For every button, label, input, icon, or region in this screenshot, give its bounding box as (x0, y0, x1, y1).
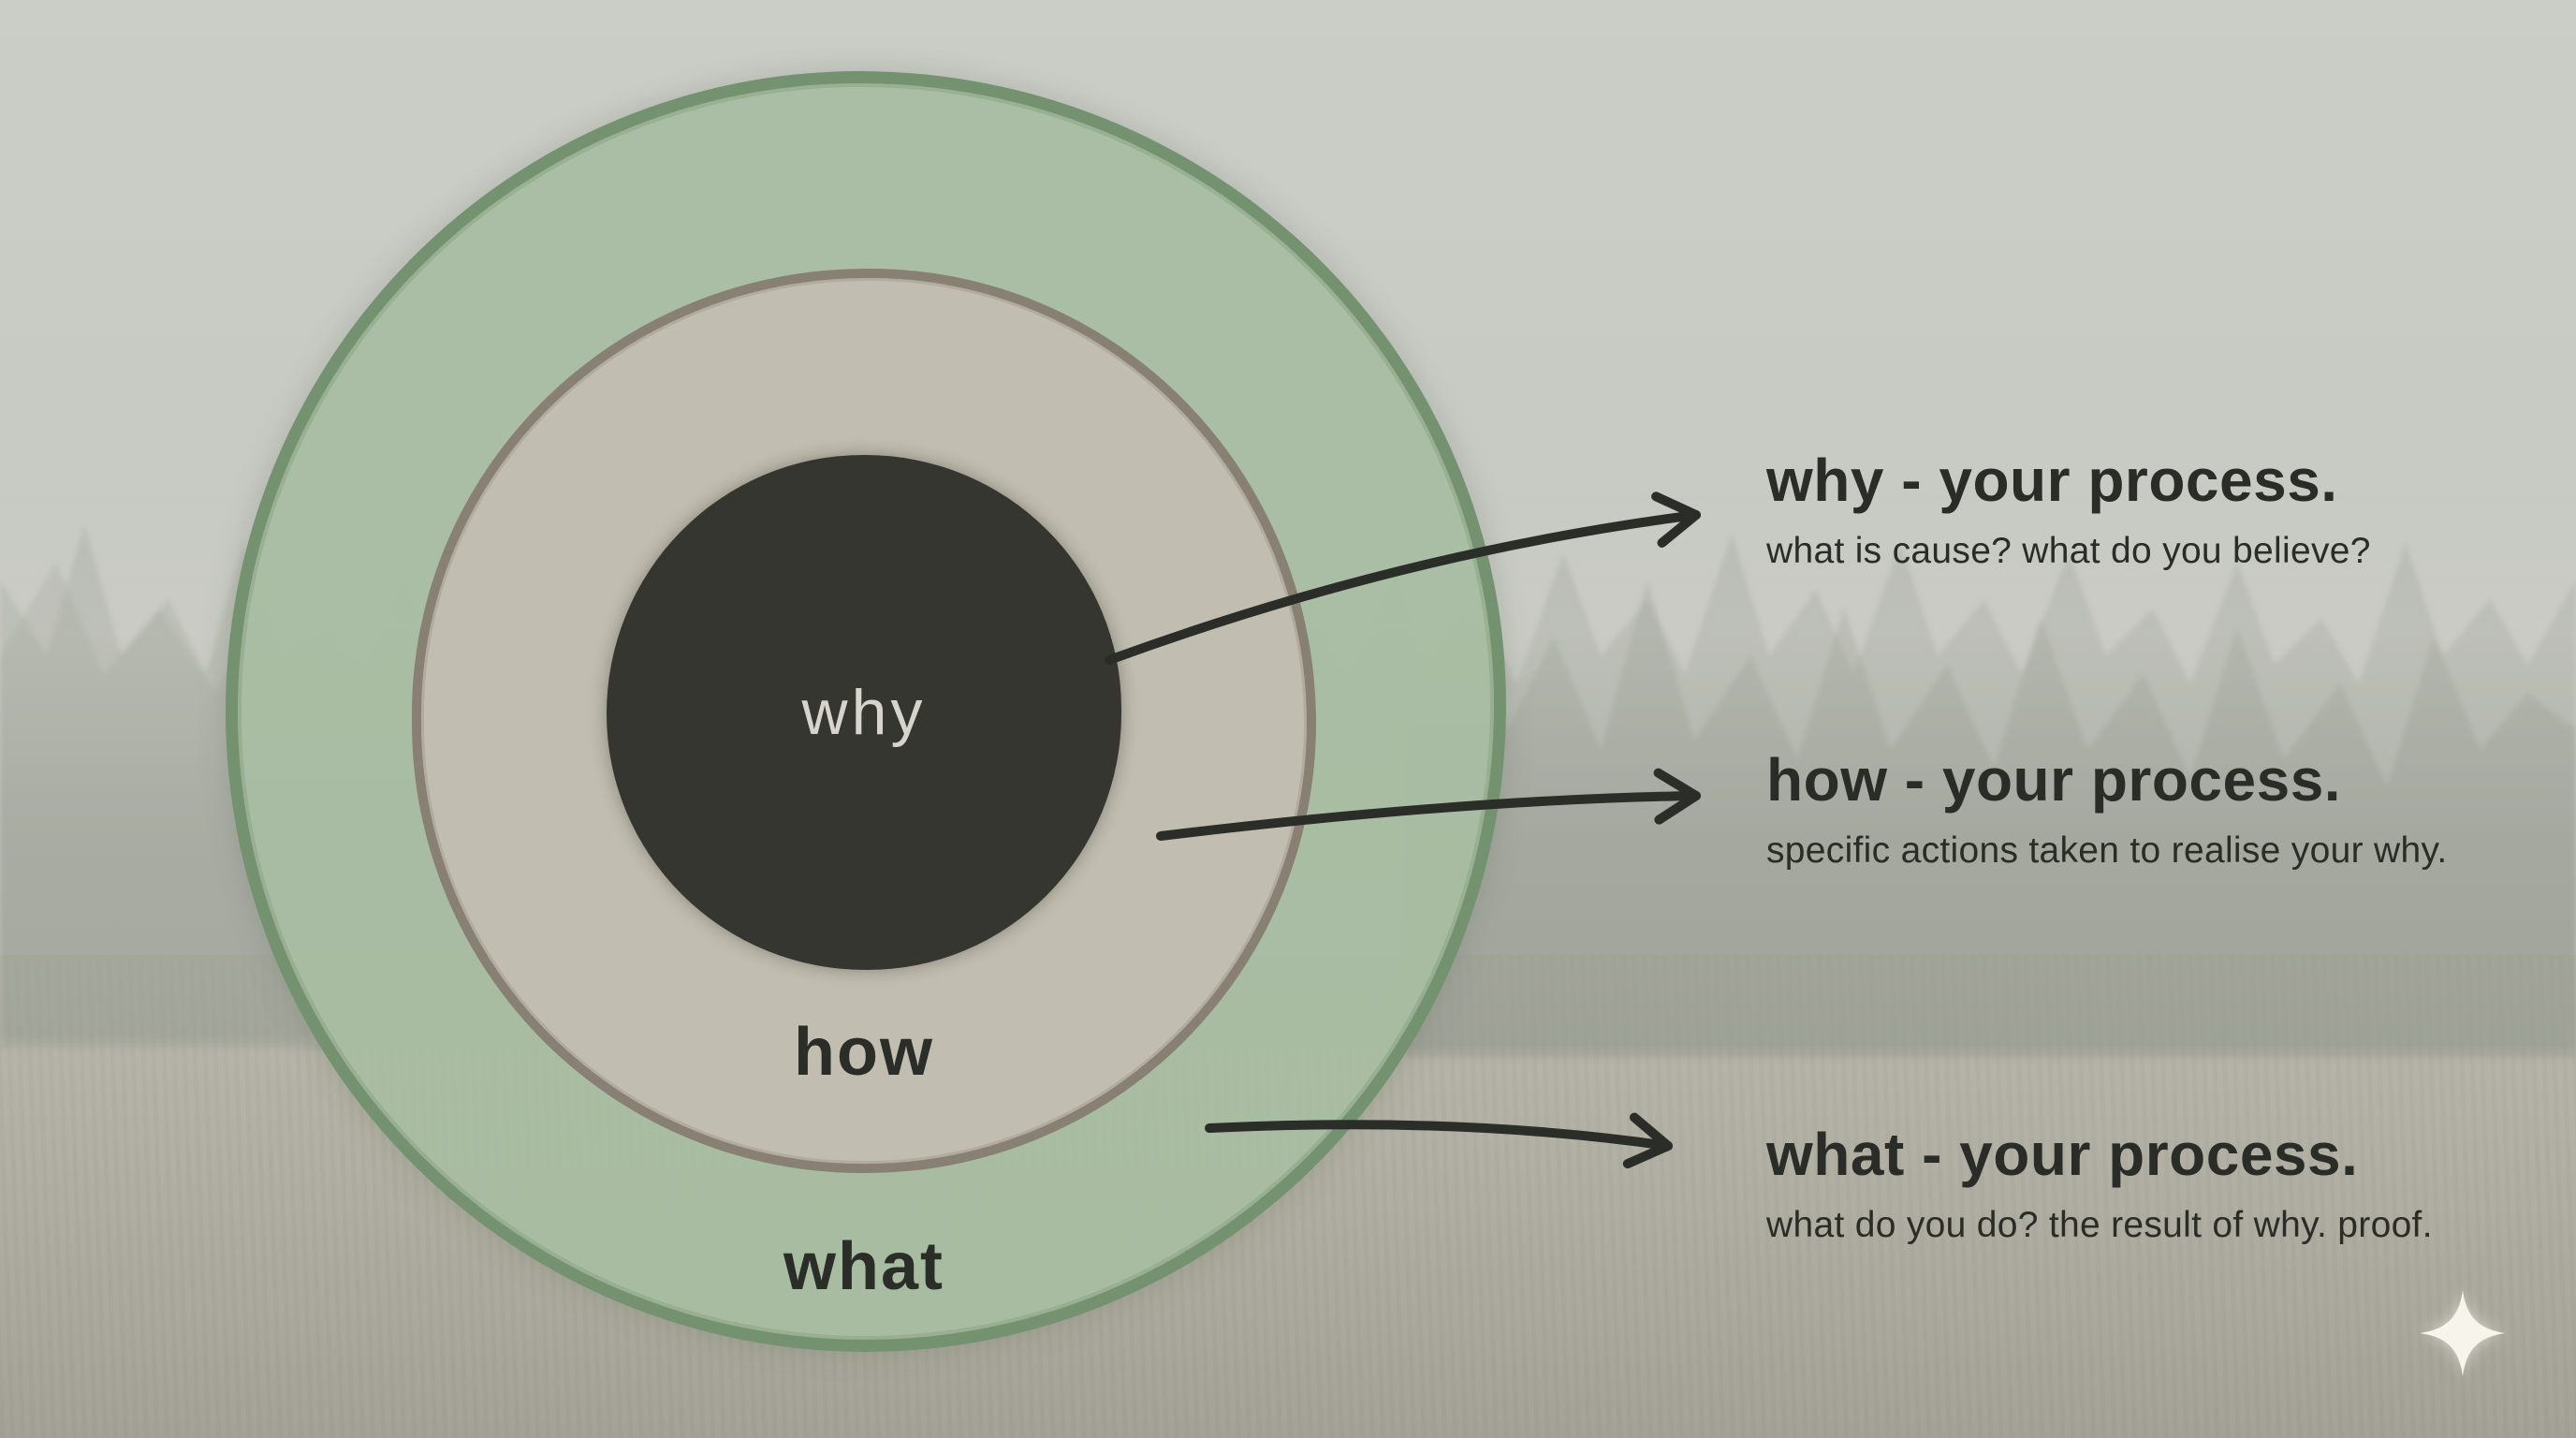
annotation-why-title: why - your process. (1766, 447, 2338, 514)
circle-label-how: how (794, 1015, 934, 1090)
annotation-why: why - your process. what is cause? what … (1766, 448, 2371, 574)
circle-why: why (607, 455, 1121, 970)
annotation-how-subtitle: specific actions taken to realise your w… (1766, 830, 2448, 872)
annotation-how: how - your process. specific actions tak… (1766, 747, 2448, 873)
circle-label-why: why (801, 677, 927, 748)
annotation-what-subtitle: what do you do? the result of why. proof… (1766, 1205, 2433, 1246)
circle-label-what: what (783, 1229, 944, 1304)
annotation-what: what - your process. what do you do? the… (1766, 1122, 2433, 1248)
sparkle-icon (2419, 1289, 2507, 1377)
annotation-why-subtitle: what is cause? what do you believe? (1766, 531, 2371, 572)
annotation-how-title: how - your process. (1766, 746, 2342, 814)
annotation-what-title: what - your process. (1766, 1121, 2359, 1188)
